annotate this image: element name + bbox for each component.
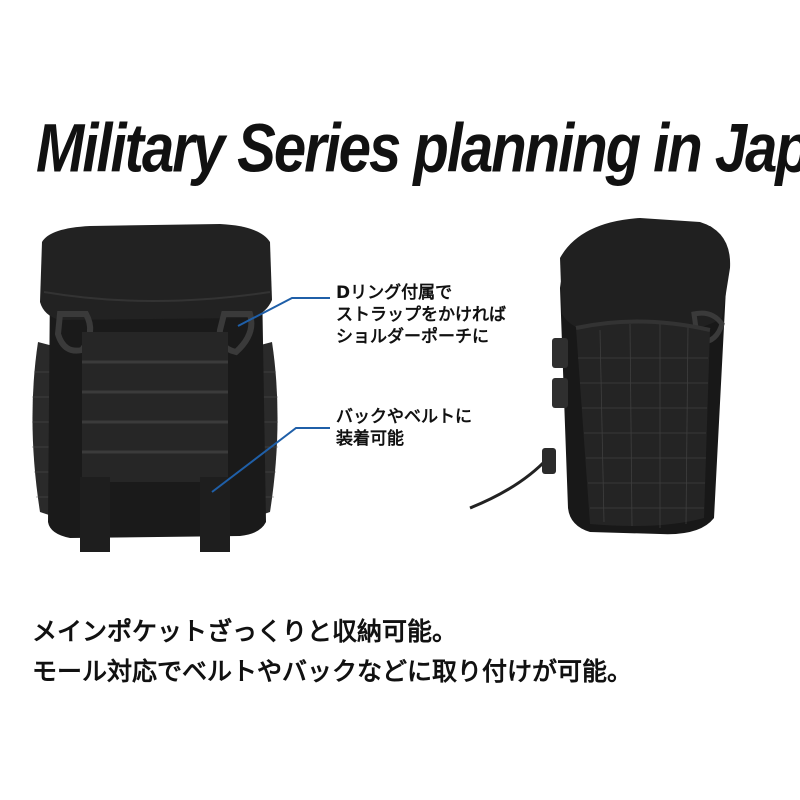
caption-line-1: メインポケットざっくりと収納可能。: [32, 617, 458, 646]
callout-molle-line: 装着可能: [336, 429, 404, 449]
pouch-side-view-image: [460, 218, 750, 548]
pouch-back-view-image: [20, 222, 290, 562]
caption-line-2: モール対応でベルトやバックなどに取り付けが可能。: [32, 657, 633, 686]
callout-d-ring-line: ストラップをかければ: [336, 305, 506, 325]
caption: メインポケットざっくりと収納可能。 モール対応でベルトやバックなどに取り付けが可…: [32, 612, 772, 692]
callout-molle-line: バックやベルトに: [336, 407, 472, 427]
callout-d-ring: Dリング付属で ストラップをかければ ショルダーポーチに: [336, 282, 506, 348]
callout-molle: バックやベルトに 装着可能: [336, 406, 472, 450]
callout-d-ring-line: ショルダーポーチに: [336, 327, 489, 347]
callout-d-ring-line: Dリング付属で: [336, 283, 453, 303]
headline: Military Series planning in Japan: [36, 110, 800, 187]
